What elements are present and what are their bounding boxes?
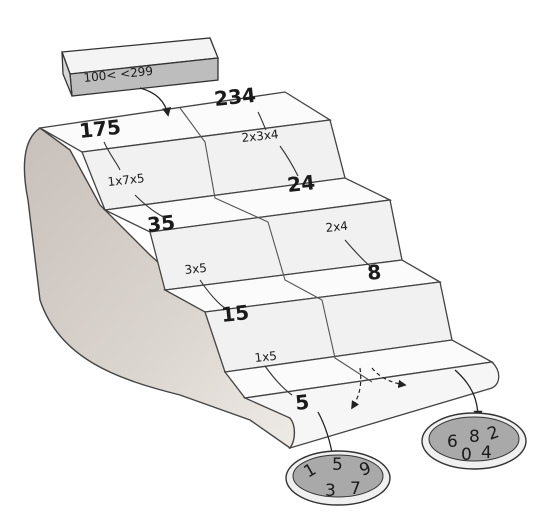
right-factorization-2: 2x4 (325, 219, 349, 235)
input-tray: 100< <299 (62, 38, 218, 96)
right-dish: 6 8 2 0 4 (422, 413, 526, 469)
left-number-3: 15 (220, 300, 250, 327)
left-number-1: 175 (78, 115, 122, 143)
left-factorization-2: 3x5 (184, 261, 208, 277)
left-factorization-3: 1x5 (254, 349, 278, 365)
right-number-2: 24 (286, 170, 316, 197)
right-number-1: 234 (213, 83, 257, 111)
right-number-3: 8 (366, 260, 382, 285)
left-number-2: 35 (146, 210, 176, 237)
left-dish-digit-4: 3 (325, 481, 336, 501)
left-dish-digit-5: 7 (350, 479, 361, 499)
right-dish-digit-4: 0 (461, 445, 472, 465)
right-dish-digit-5: 4 (481, 443, 492, 463)
right-dish-digit-2: 8 (469, 427, 480, 447)
left-dish-digit-2: 5 (332, 455, 343, 475)
left-dish: 1 5 9 3 7 (286, 451, 390, 505)
left-number-4: 5 (294, 390, 310, 415)
right-dish-digit-1: 6 (447, 432, 458, 452)
